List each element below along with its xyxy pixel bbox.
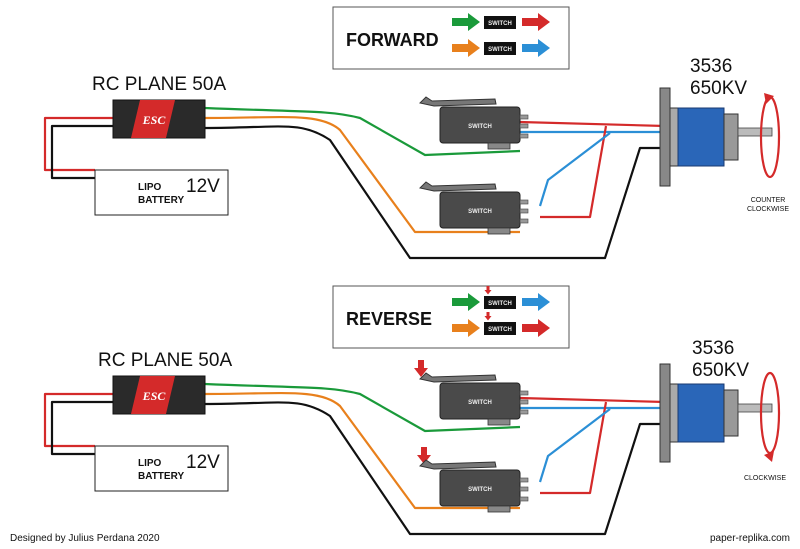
legend-switch-label: SWITCH xyxy=(488,301,512,307)
legend-switch-label: SWITCH xyxy=(488,21,512,27)
switch-red-wire-2 xyxy=(540,401,608,495)
forward-motor xyxy=(659,87,773,187)
switch-blue-wire-2 xyxy=(538,408,611,483)
forward-battery-line1: LIPO xyxy=(138,182,162,193)
rotation-arrow-icon xyxy=(759,93,781,179)
reverse-esc-title: RC PLANE 50A xyxy=(98,350,232,371)
reverse-switch-top: SWITCH xyxy=(419,372,529,426)
switch-label: SWITCH xyxy=(468,487,492,493)
legend-switch-chip xyxy=(484,16,516,29)
switch-label: SWITCH xyxy=(468,209,492,215)
reverse-motor-kv: 650KV xyxy=(692,360,749,381)
reverse-battery-voltage: 12V xyxy=(186,452,220,473)
footer-website: paper-replika.com xyxy=(710,533,790,544)
forward-esc-title: RC PLANE 50A xyxy=(92,74,226,95)
switch-label: SWITCH xyxy=(468,400,492,406)
battery-black-wire xyxy=(50,124,113,180)
forward-rotation-line1: COUNTER xyxy=(751,197,786,204)
forward-legend-box xyxy=(332,6,570,70)
esc-orange-wire xyxy=(204,115,520,234)
footer-designer: Designed by Julius Perdana 2020 xyxy=(10,533,160,544)
switch-red-wire-2 xyxy=(540,125,608,219)
legend-switch-chip xyxy=(484,296,516,309)
legend-switch-label: SWITCH xyxy=(488,47,512,53)
legend-switch-chip xyxy=(484,42,516,55)
esc-green-wire xyxy=(204,106,521,157)
reverse-battery-line1: LIPO xyxy=(138,458,162,469)
reverse-battery-line2: BATTERY xyxy=(138,471,184,482)
forward-rotation-line2: CLOCKWISE xyxy=(747,206,789,213)
forward-switch-top: SWITCH xyxy=(419,96,529,150)
reverse-rotation-line1: CLOCKWISE xyxy=(744,475,786,482)
esc-black-wire xyxy=(204,125,662,260)
esc-black-wire xyxy=(204,401,662,536)
reverse-esc: ESC xyxy=(112,375,206,415)
legend-switch-chip xyxy=(484,322,516,335)
reverse-esc-label: ESC xyxy=(142,389,167,403)
forward-mode-title: FORWARD xyxy=(346,30,439,50)
forward-motor-kv: 650KV xyxy=(690,78,747,99)
esc-green-wire xyxy=(204,382,521,433)
reverse-battery: LIPO BATTERY 12V xyxy=(94,445,229,492)
forward-esc: ESC xyxy=(112,99,206,139)
forward-switch-bottom: SWITCH xyxy=(419,181,529,235)
forward-esc-label: ESC xyxy=(142,113,167,127)
battery-black-wire xyxy=(50,400,113,456)
reverse-section: REVERSE SWITCH SWITCH RC PLANE 50A ESC L… xyxy=(43,285,786,536)
esc-orange-wire xyxy=(204,391,520,510)
switch-blue-wire-2 xyxy=(538,132,611,207)
forward-motor-model: 3536 xyxy=(690,56,732,77)
forward-battery: LIPO BATTERY 12V xyxy=(94,169,229,216)
forward-battery-voltage: 12V xyxy=(186,176,220,197)
battery-red-wire xyxy=(43,392,113,448)
reverse-legend-box xyxy=(332,285,570,349)
battery-red-wire xyxy=(43,116,113,172)
rotation-arrow-icon xyxy=(759,371,781,462)
reverse-motor-model: 3536 xyxy=(692,338,734,359)
switch-red-wire xyxy=(519,120,666,128)
legend-switch-label: SWITCH xyxy=(488,327,512,333)
forward-battery-line2: BATTERY xyxy=(138,195,184,206)
switch-red-wire xyxy=(519,396,666,404)
switch-label: SWITCH xyxy=(468,124,492,130)
reverse-switch-bottom: SWITCH xyxy=(419,459,529,513)
forward-section: FORWARD SWITCH SWITCH RC PLANE 50A ESC L… xyxy=(43,6,789,260)
reverse-mode-title: REVERSE xyxy=(346,309,432,329)
